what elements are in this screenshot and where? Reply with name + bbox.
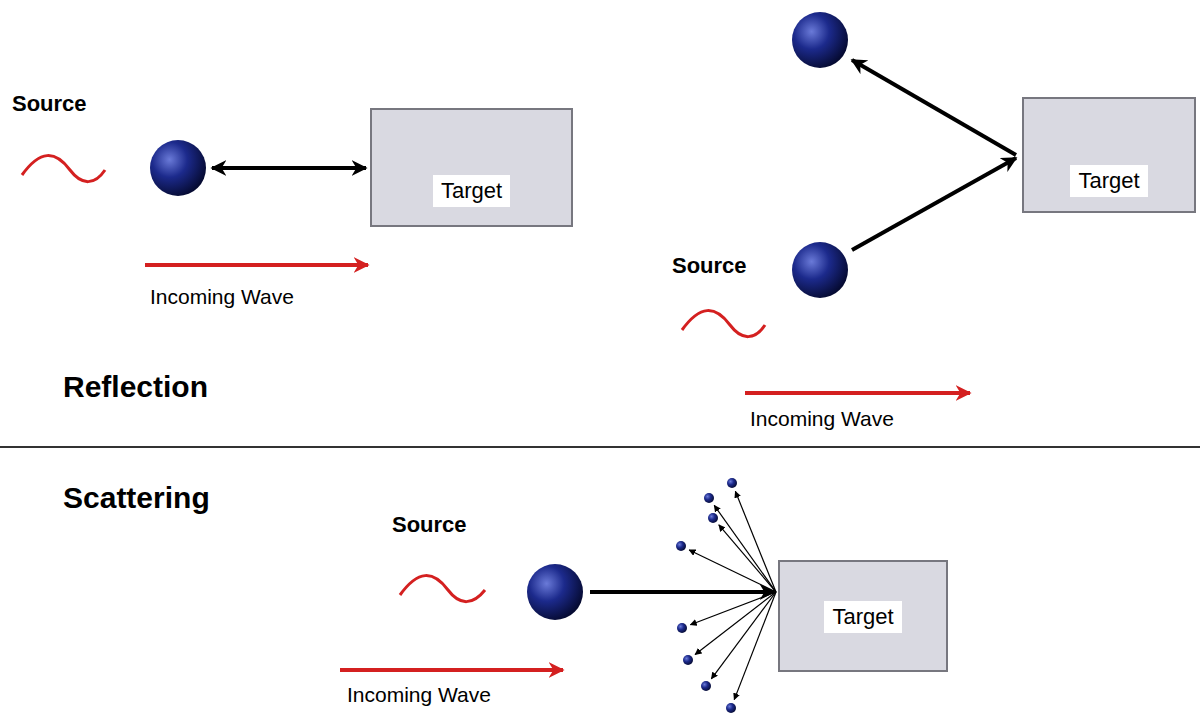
scattered-particle [708, 513, 718, 523]
wave-arrow [340, 668, 563, 672]
target-box: Target [1022, 97, 1196, 213]
scatter-ray [719, 525, 776, 592]
wave-squiggle [682, 311, 765, 337]
wave-label: Incoming Wave [150, 285, 294, 309]
wave-squiggle [22, 156, 105, 182]
wave-label: Incoming Wave [347, 683, 491, 707]
source-label: Source [392, 512, 467, 538]
target-label: Target [824, 601, 901, 633]
scattered-particle [677, 623, 687, 633]
double-arrow [212, 166, 366, 170]
target-box: Target [370, 108, 573, 227]
wave-arrow [745, 391, 970, 395]
section-heading: Scattering [63, 481, 210, 515]
incident-arrow [852, 158, 1016, 250]
divider-line [0, 446, 1200, 448]
source-label: Source [672, 253, 747, 279]
source-label: Source [12, 91, 87, 117]
scatter-ray [714, 505, 776, 592]
scatter-rays [676, 478, 776, 713]
reflected-arrow [852, 60, 1016, 155]
wave-squiggle [400, 576, 485, 602]
particle-ball [792, 12, 848, 68]
wave-arrow [145, 263, 368, 267]
scattered-particle [726, 703, 736, 713]
scattered-particle [701, 681, 711, 691]
target-label: Target [1070, 165, 1147, 197]
particle-ball [527, 564, 583, 620]
scattered-particle [704, 493, 714, 503]
particle-ball [792, 242, 848, 298]
target-box: Target [778, 560, 948, 672]
scattered-particle [676, 541, 686, 551]
section-heading: Reflection [63, 370, 208, 404]
scatter-ray [735, 491, 776, 592]
scatter-ray [689, 550, 776, 592]
scattered-particle [727, 478, 737, 488]
wave-label: Incoming Wave [750, 407, 894, 431]
scatter-ray [734, 592, 776, 700]
scattered-particle [683, 655, 693, 665]
scatter-ray [711, 592, 776, 679]
particle-ball [150, 140, 206, 196]
target-label: Target [433, 175, 510, 207]
incident-arrow [590, 590, 774, 594]
